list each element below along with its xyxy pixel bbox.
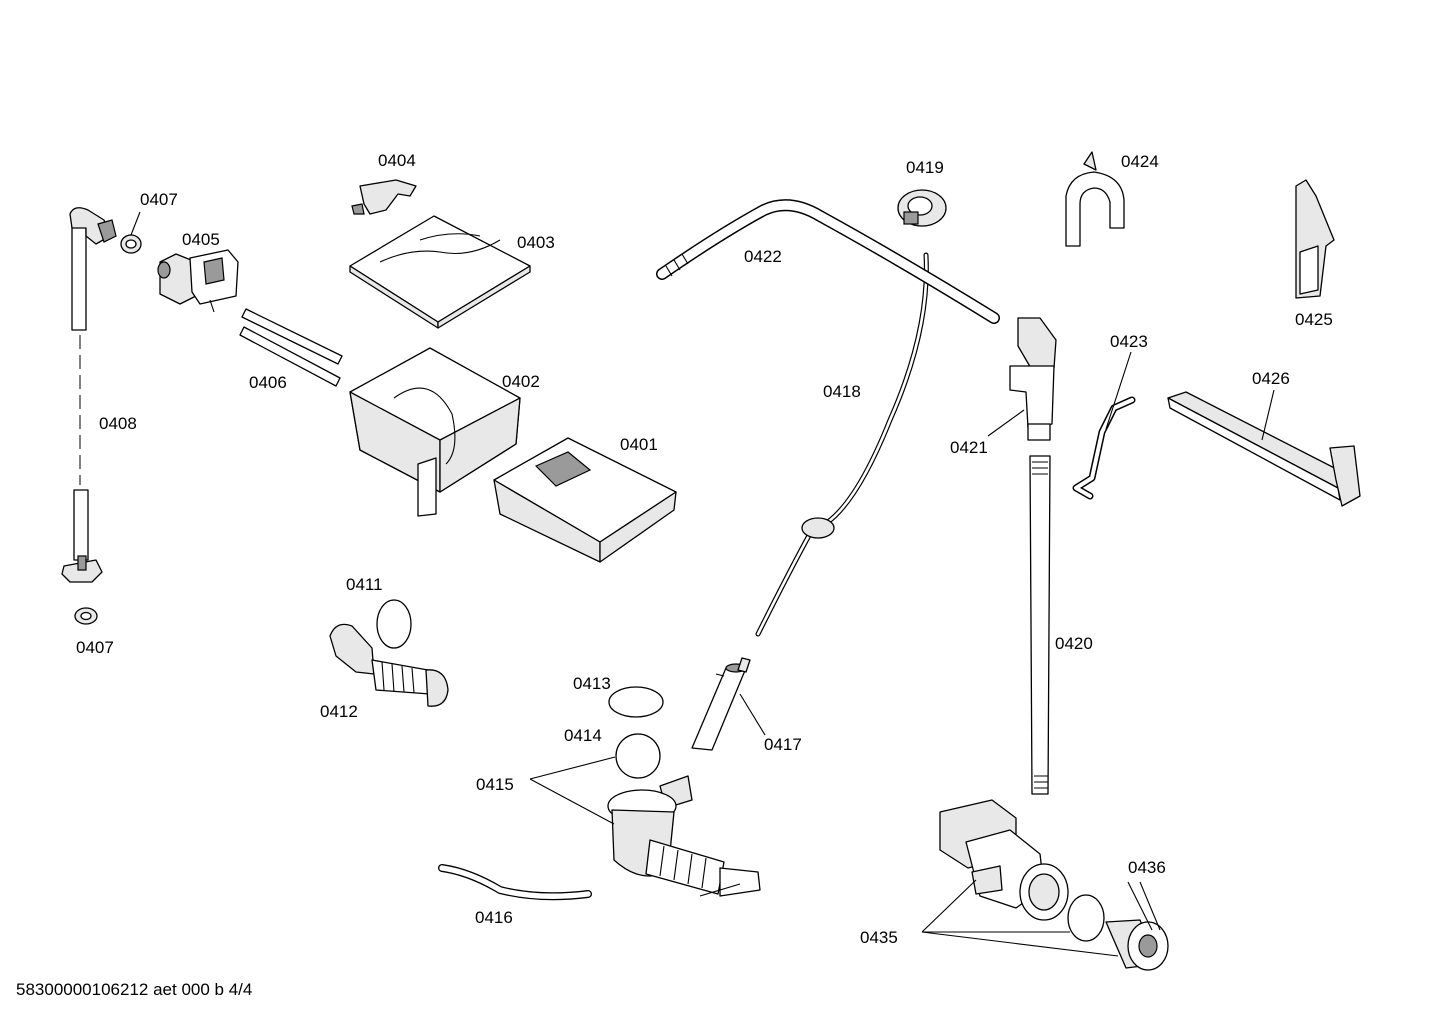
part-0423-bracket	[1072, 396, 1136, 500]
label-0436: 0436	[1128, 858, 1166, 877]
part-0417-air-trap	[691, 657, 751, 751]
label-0419: 0419	[906, 158, 944, 177]
part-0407-seal-top	[120, 234, 142, 254]
label-0403: 0403	[517, 233, 555, 252]
part-0435-pump	[939, 799, 1069, 921]
label-0424: 0424	[1121, 152, 1159, 171]
part-0406-hoses	[239, 308, 343, 387]
label-0406: 0406	[249, 373, 287, 392]
part-0412-bellows	[329, 623, 449, 707]
label-0426: 0426	[1252, 369, 1290, 388]
part-0405-valve	[157, 249, 239, 313]
label-0404: 0404	[378, 151, 416, 170]
drawing-id-footer: 58300000106212 aet 000 b 4/4	[16, 980, 253, 999]
label-0408: 0408	[99, 414, 137, 433]
label-0421: 0421	[950, 438, 988, 457]
label-0411: 0411	[346, 575, 383, 594]
label-0415: 0415	[476, 775, 514, 794]
part-0418-pressure-tube	[755, 252, 929, 637]
part-0413-ring	[608, 686, 664, 718]
part-0404-bracket	[351, 179, 417, 215]
part-0401-drawer	[493, 437, 677, 563]
label-0423: 0423	[1110, 332, 1148, 351]
part-0414-ball	[615, 733, 661, 779]
part-0421-fitting	[1009, 317, 1057, 441]
label-0425: 0425	[1295, 310, 1333, 329]
label-0401: 0401	[620, 435, 658, 454]
label-0416: 0416	[475, 908, 513, 927]
part-0420-hose	[1029, 455, 1051, 795]
label-0420: 0420	[1055, 634, 1093, 653]
part-0407-seal-bottom	[74, 607, 98, 625]
part-0424-clamp	[1065, 151, 1125, 247]
part-0402-housing	[349, 347, 521, 517]
label-0435: 0435	[860, 928, 898, 947]
label-0412: 0412	[320, 702, 358, 721]
part-0411-ring	[376, 599, 412, 649]
label-0422: 0422	[744, 247, 782, 266]
part-0425-bracket	[1295, 179, 1335, 299]
label-0417: 0417	[764, 735, 802, 754]
part-0436-seal	[1067, 894, 1105, 942]
label-0402: 0402	[502, 372, 540, 391]
label-0413: 0413	[573, 674, 611, 693]
part-0419-pressure-switch	[897, 189, 947, 227]
label-0407-top: 0407	[140, 190, 178, 209]
label-0414: 0414	[564, 726, 602, 745]
label-0405: 0405	[182, 230, 220, 249]
part-0422-hose	[656, 199, 1000, 324]
part-0426-rail	[1167, 391, 1361, 507]
part-0416-hose	[438, 864, 592, 901]
part-0403-cover	[349, 215, 531, 329]
part-0415-sump	[607, 775, 761, 897]
part-labels: 0401 0402 0403 0404 0405 0406 0407 0407 …	[76, 151, 1333, 947]
label-0407-bottom: 0407	[76, 638, 114, 657]
part-0408-inlet-hose	[61, 207, 117, 583]
label-0418: 0418	[823, 382, 861, 401]
part-0436-filter	[1105, 919, 1169, 971]
leader-lines	[130, 211, 1275, 957]
